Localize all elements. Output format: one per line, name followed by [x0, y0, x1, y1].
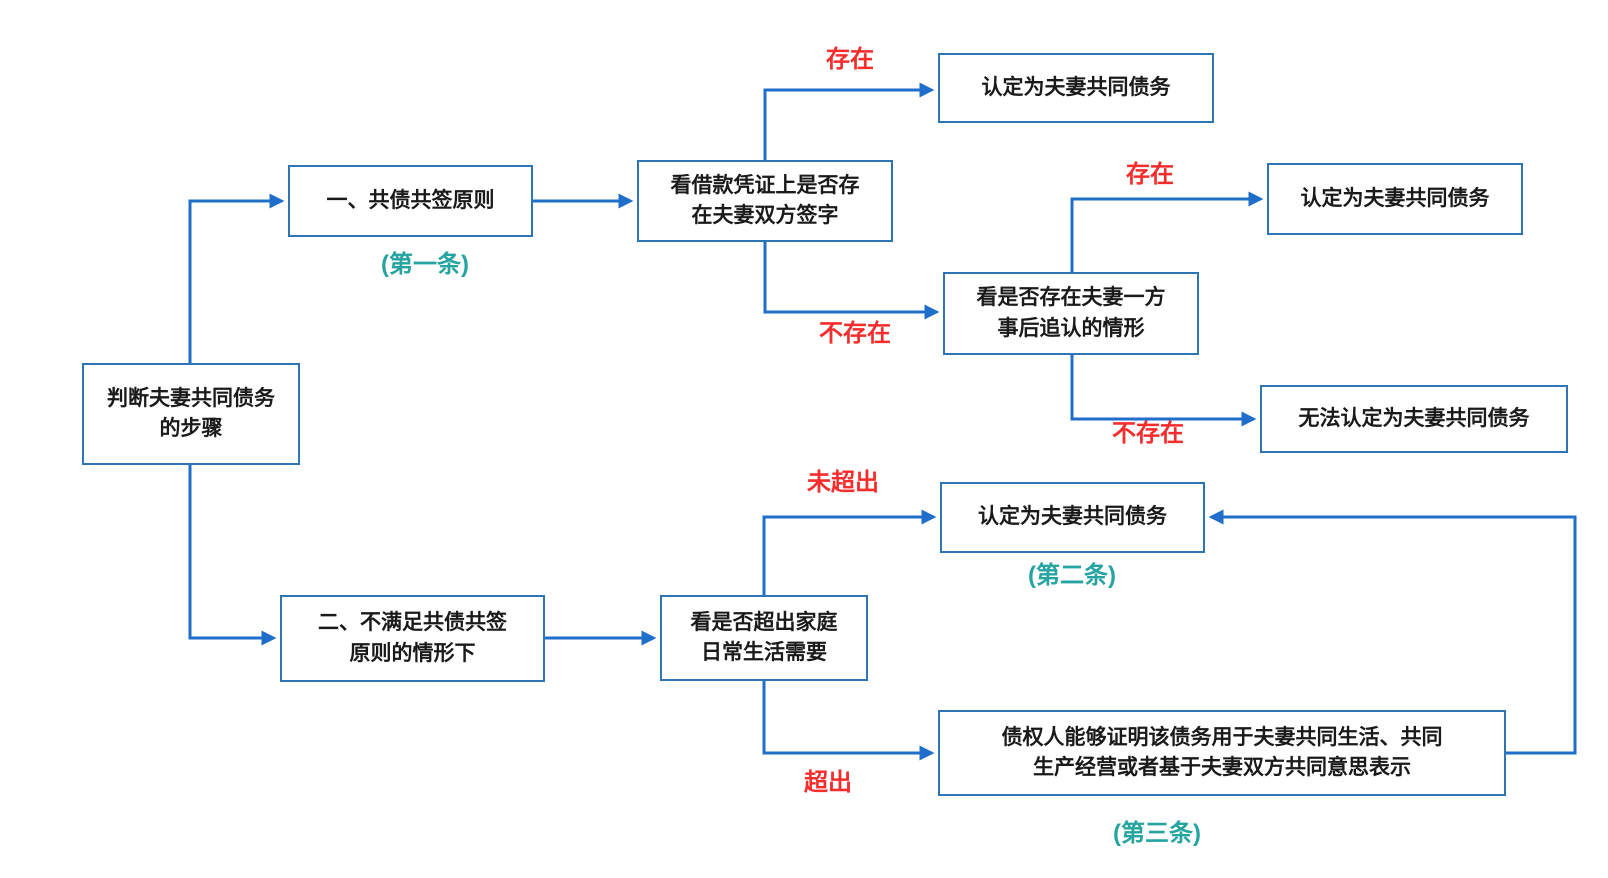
node-check-ratification-line2: 事后追认的情形	[997, 316, 1145, 340]
edge-not-exist-to-outcome-not-joint	[1070, 355, 1257, 427]
node-root-line2: 的步骤	[159, 417, 223, 440]
node-principle2-line2: 原则的情形下	[349, 641, 476, 665]
node-principle1-line1: 一、共债共签原则	[326, 188, 495, 212]
node-outcome-not-joint: 无法认定为夫妻共同债务	[1260, 385, 1568, 453]
branch-label-exist-2: 存在	[1126, 161, 1174, 188]
edge-exist-to-outcome-joint-1	[763, 82, 935, 160]
node-principle2: 二、不满足共债共签 原则的情形下	[280, 595, 545, 682]
node-root: 判断夫妻共同债务 的步骤	[82, 363, 300, 465]
node-check-ratification: 看是否存在夫妻一方 事后追认的情形	[943, 272, 1199, 355]
edge-not-exceed-to-outcome-joint-3	[762, 509, 937, 595]
node-creditor-proof: 债权人能够证明该债务用于夫妻共同生活、共同 生产经营或者基于夫妻双方共同意思表示	[938, 710, 1506, 796]
node-principle1: 一、共债共签原则	[288, 165, 533, 237]
node-principle2-line1: 二、不满足共债共签	[318, 611, 507, 635]
node-check-signature-line1: 看借款凭证上是否存	[670, 173, 860, 197]
branch-label-not-exist-1: 不存在	[819, 320, 891, 347]
branch-label-exceed: 超出	[804, 769, 852, 796]
branch-label-not-exist-2: 不存在	[1112, 420, 1184, 447]
edge-not-exist-to-check-ratification	[763, 242, 940, 320]
edge-exist-to-outcome-joint-2	[1070, 191, 1264, 272]
edge-root-to-principle2	[188, 465, 277, 646]
note-article-1: (第一条)	[381, 251, 469, 278]
node-creditor-proof-line1: 债权人能够证明该债务用于夫妻共同生活、共同	[1001, 725, 1443, 749]
node-outcome-joint-2: 认定为夫妻共同债务	[1267, 163, 1523, 235]
node-outcome-joint-3-line1: 认定为夫妻共同债务	[978, 505, 1167, 529]
node-outcome-joint-3: 认定为夫妻共同债务	[940, 482, 1205, 553]
note-article-2: (第二条)	[1028, 562, 1116, 589]
node-outcome-not-joint-line1: 无法认定为夫妻共同债务	[1298, 406, 1530, 430]
node-outcome-joint-1-line1: 认定为夫妻共同债务	[981, 75, 1171, 99]
node-root-line1: 判断夫妻共同债务	[107, 386, 275, 410]
node-check-exceed-line2: 日常生活需要	[701, 641, 827, 664]
note-article-3: (第三条)	[1113, 820, 1201, 847]
edge-creditor-proof-to-outcome-joint-3	[1208, 509, 1577, 755]
edge-exceed-to-creditor-proof	[762, 681, 935, 761]
node-check-signature-line2: 在夫妻双方签字	[691, 204, 839, 227]
node-check-ratification-line1: 看是否存在夫妻一方	[976, 286, 1166, 310]
branch-label-not-exceed: 未超出	[807, 469, 879, 496]
node-creditor-proof-line2: 生产经营或者基于夫妻双方共同意思表示	[1033, 756, 1411, 779]
node-check-signature: 看借款凭证上是否存 在夫妻双方签字	[637, 160, 893, 242]
node-outcome-joint-1: 认定为夫妻共同债务	[938, 53, 1214, 123]
node-outcome-joint-2-line1: 认定为夫妻共同债务	[1300, 186, 1490, 210]
node-check-exceed-line1: 看是否超出家庭	[690, 610, 838, 634]
edge-root-to-principle1	[188, 193, 285, 363]
branch-label-exist-1: 存在	[826, 46, 874, 73]
node-check-exceed: 看是否超出家庭 日常生活需要	[660, 595, 868, 681]
